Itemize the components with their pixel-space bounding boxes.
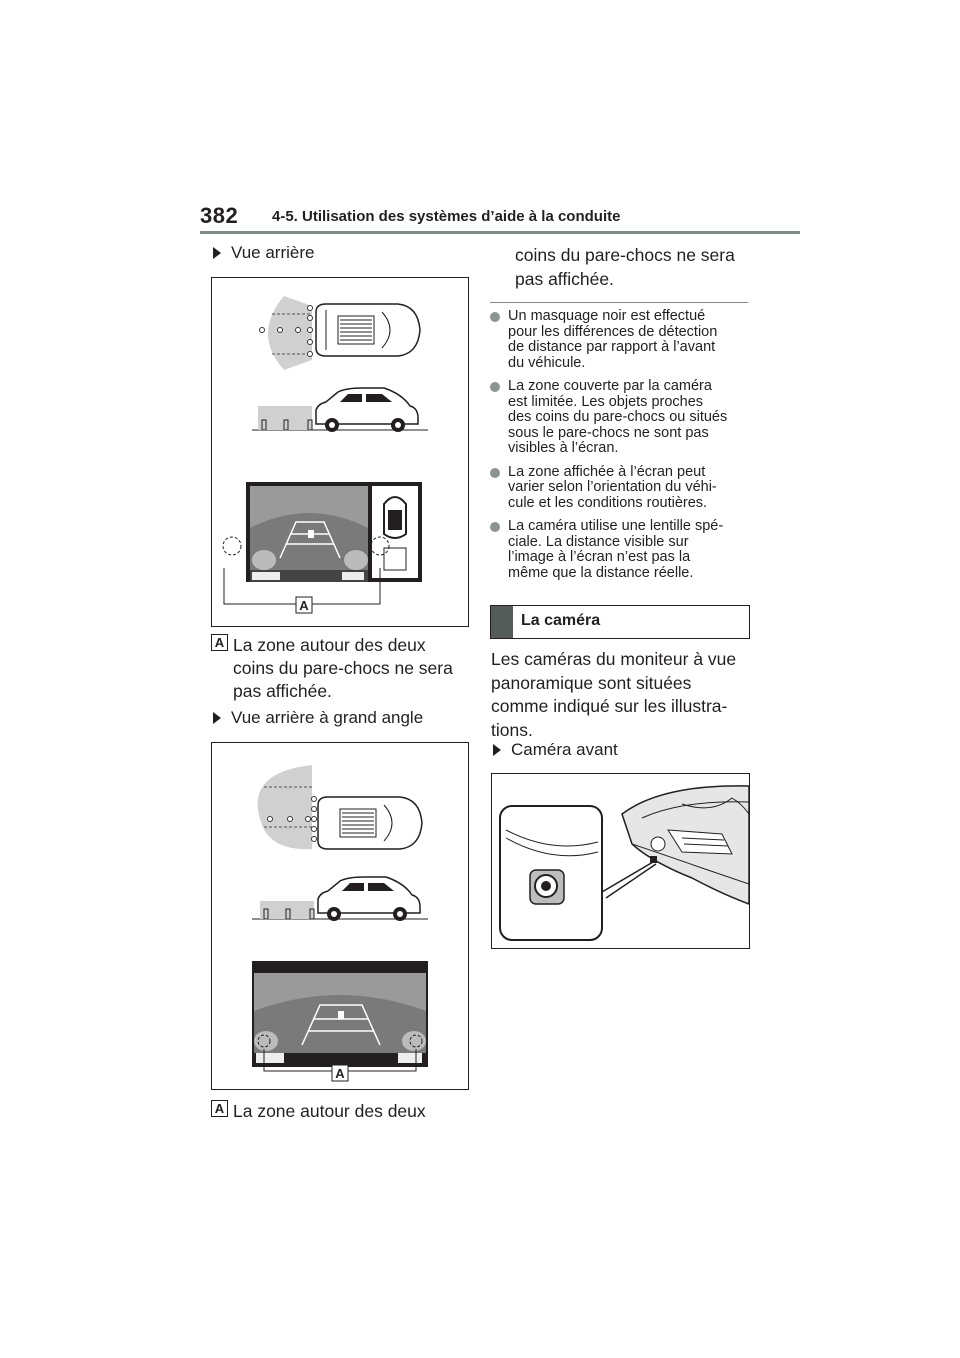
monitor-screen-icon xyxy=(246,482,422,582)
car-side-view-icon xyxy=(252,876,428,921)
camera-closeup-icon xyxy=(499,805,603,941)
list-item: La zone affichée à l’écran peut varier s… xyxy=(490,464,746,512)
car-front-icon xyxy=(621,785,750,906)
camera-paragraph: Les caméras du moniteur à vue panoramiqu… xyxy=(491,649,737,740)
bullet-dot-icon xyxy=(490,467,500,478)
caption-rear-view: La zone autour des deux coins du pare-ch… xyxy=(233,635,453,701)
monitor-screen-icon xyxy=(252,961,428,1067)
list-item: La caméra utilise une lentille spé- cial… xyxy=(490,518,746,581)
wide-rear-view-illustration: A xyxy=(252,765,428,1082)
svg-text:A: A xyxy=(299,598,309,613)
svg-text:A: A xyxy=(335,1066,345,1081)
bullet-dot-icon xyxy=(490,312,500,322)
section-header-title: 4-5. Utilisation des systèmes d’aide à l… xyxy=(272,208,621,225)
section-heading-text: La caméra xyxy=(521,612,601,629)
heading-rear-view: Vue arrière xyxy=(213,243,314,263)
list-item: La zone couverte par la caméra est limit… xyxy=(490,378,746,457)
list-item: Un masquage noir est effectué pour les d… xyxy=(490,308,746,371)
coverage-area-icon xyxy=(257,765,312,850)
rear-view-illustration: A xyxy=(222,296,428,614)
figure-front-camera xyxy=(491,773,750,949)
car-top-view-icon xyxy=(317,796,423,850)
caption-continued: coins du pare-chocs ne sera pas affichée… xyxy=(515,245,735,289)
page-number: 382 xyxy=(200,203,239,228)
callout-label-a: A xyxy=(211,1100,228,1118)
header-rule xyxy=(200,231,800,234)
bullet-dot-icon xyxy=(490,382,500,392)
notes-list: Un masquage noir est effectué pour les d… xyxy=(490,308,746,581)
coverage-area-icon xyxy=(268,296,312,370)
figure-wide-rear-view: A xyxy=(211,742,469,1090)
triangle-bullet-icon xyxy=(213,246,221,259)
caption-wide-rear-view: La zone autour des deux xyxy=(233,1101,426,1121)
section-heading-camera: La caméra xyxy=(490,605,750,639)
heading-wide-rear-view: Vue arrière à grand angle xyxy=(213,708,423,728)
heading-wide-rear-view-text: Vue arrière à grand angle xyxy=(231,708,424,727)
triangle-bullet-icon xyxy=(213,711,221,724)
triangle-bullet-icon xyxy=(493,743,501,756)
figure-rear-view: A xyxy=(211,277,469,627)
heading-front-camera: Caméra avant xyxy=(493,740,618,760)
separator-rule xyxy=(490,302,748,303)
car-side-view-icon xyxy=(252,387,428,432)
heading-front-camera-text: Caméra avant xyxy=(511,740,618,759)
heading-rear-view-text: Vue arrière xyxy=(231,243,315,262)
front-camera-illustration xyxy=(499,785,750,941)
car-top-view-icon xyxy=(315,303,421,357)
section-marker-bar xyxy=(491,606,513,638)
callout-label-a: A xyxy=(211,634,228,652)
bullet-dot-icon xyxy=(490,522,500,532)
